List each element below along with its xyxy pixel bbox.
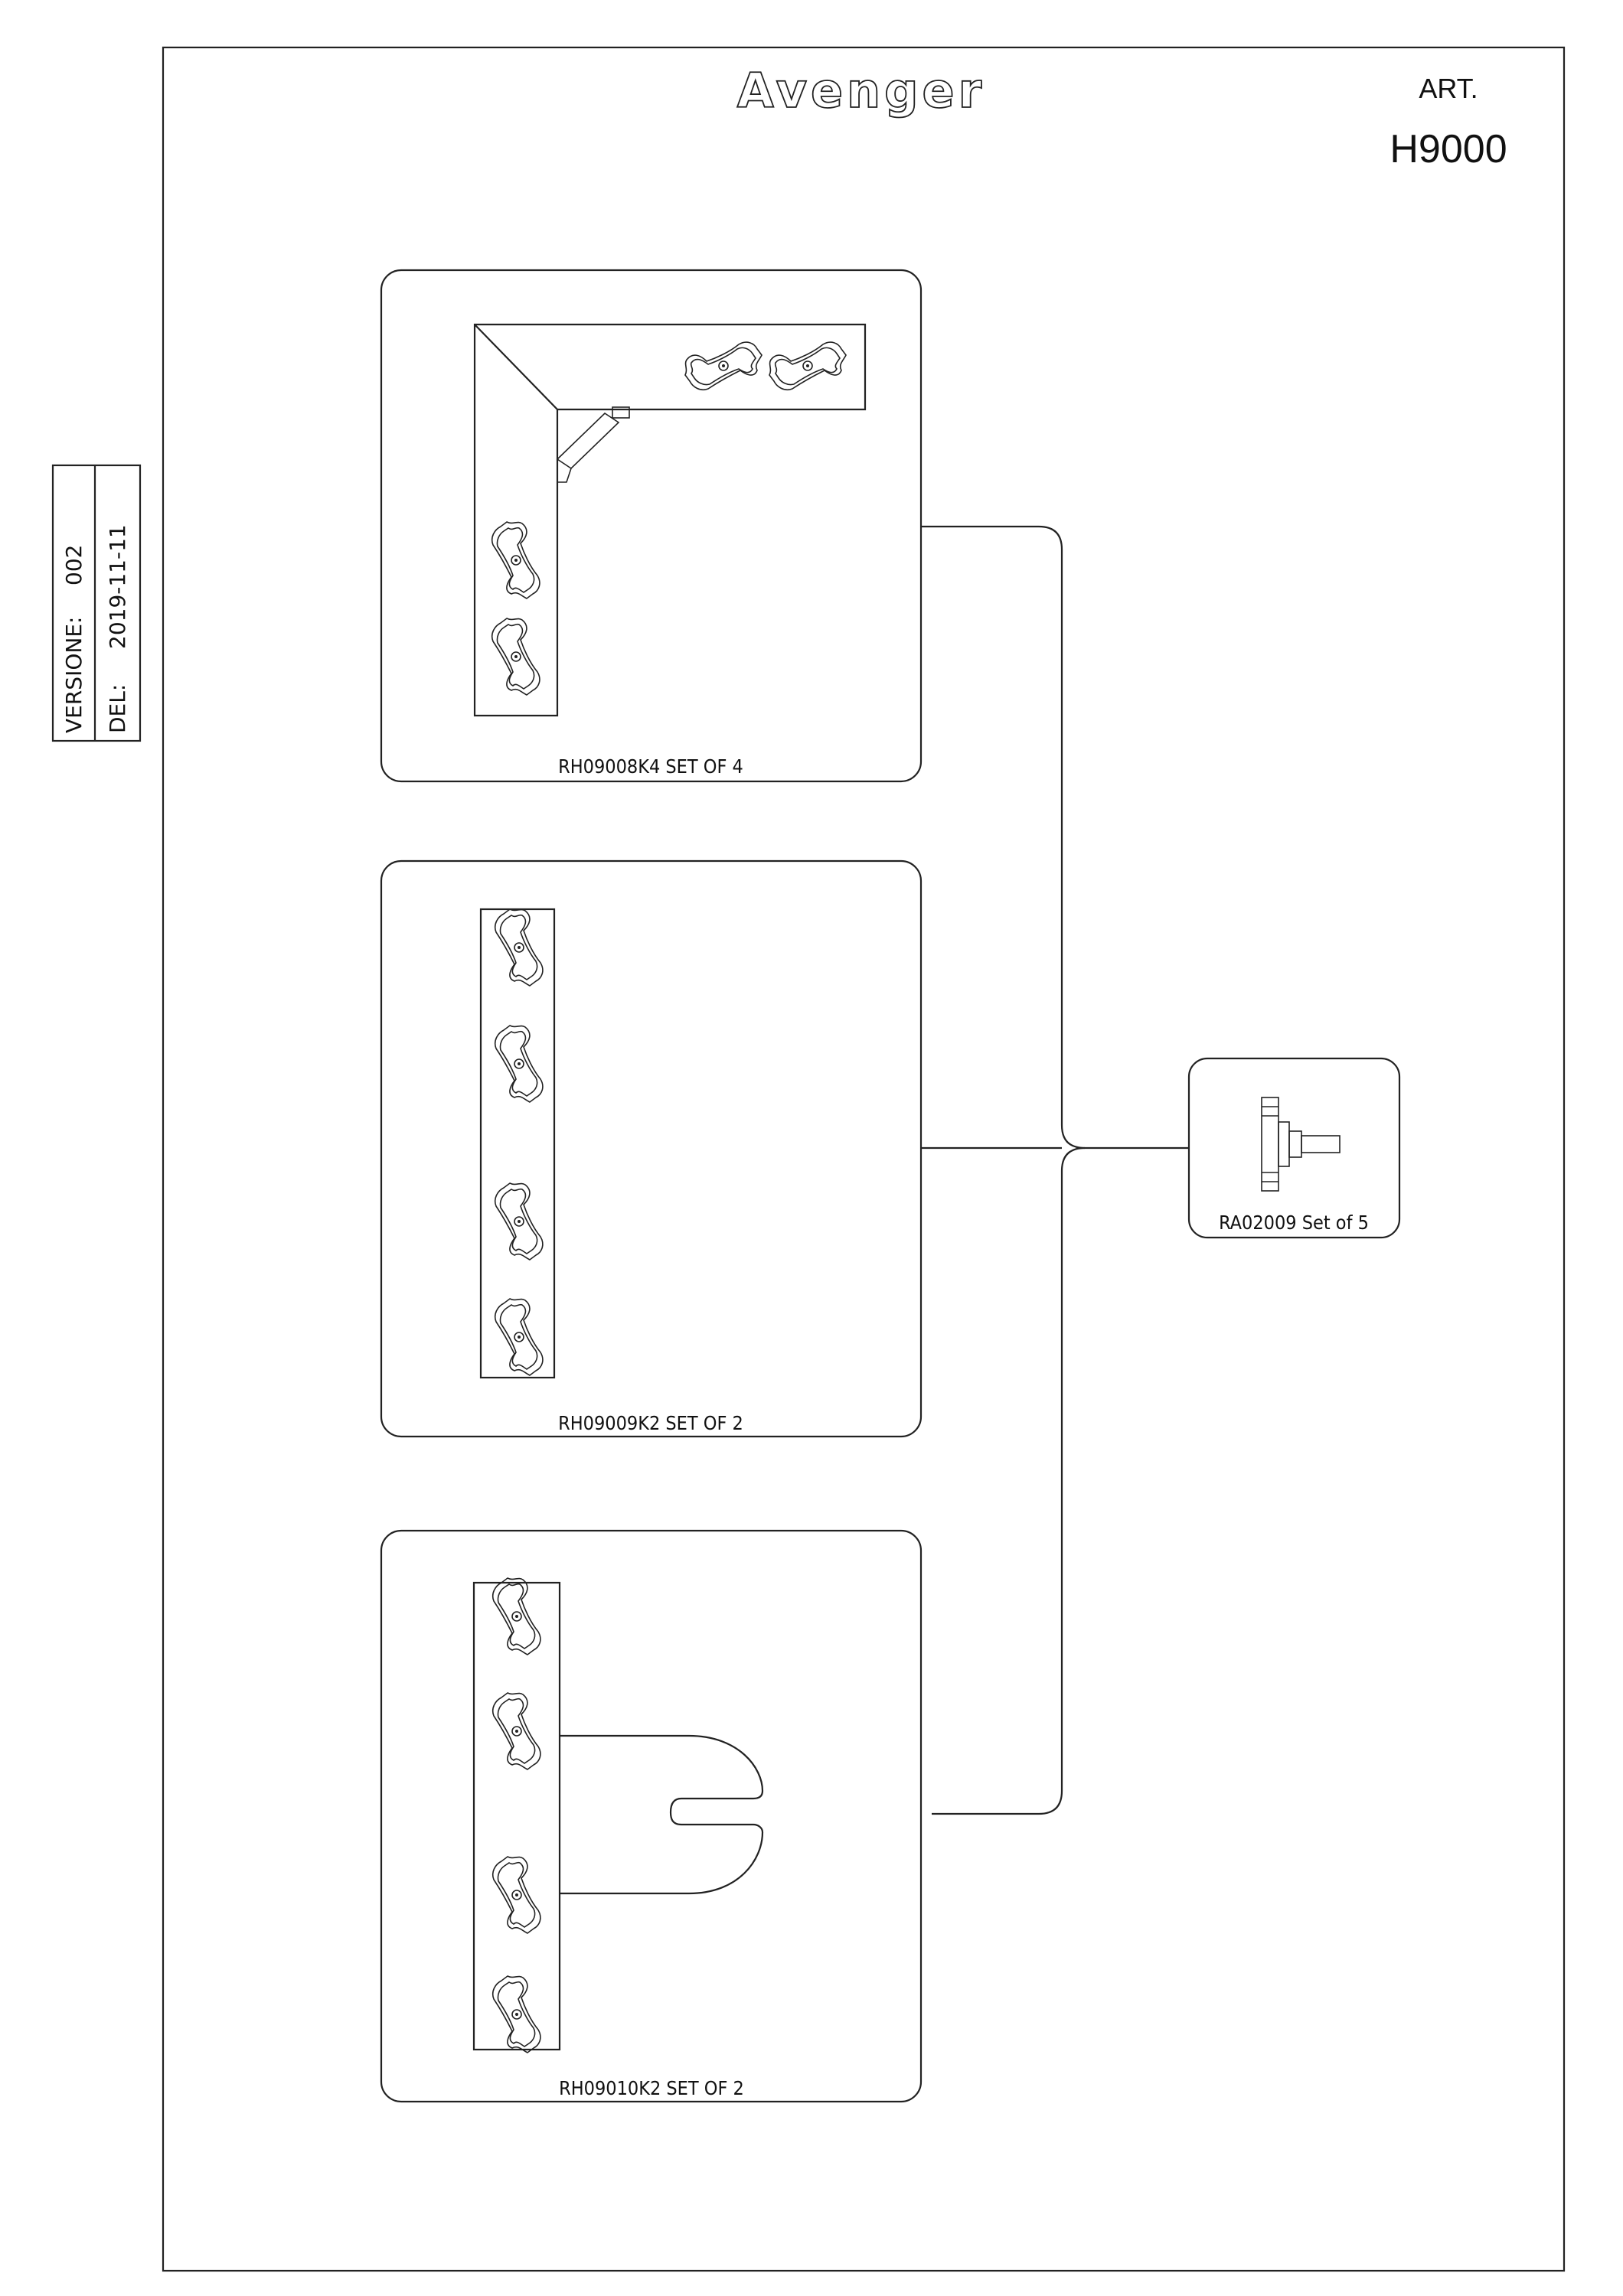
knife-insert xyxy=(769,341,847,391)
kit-label-3: RH09010K2 SET OF 2 xyxy=(559,2077,744,2099)
accessory-label: RA02009 Set of 5 xyxy=(1219,1212,1369,1234)
corner-bracket xyxy=(556,412,620,483)
knife-insert xyxy=(491,1975,541,2053)
version-box: VERSIONE: 002 DEL: 2019-11-11 xyxy=(51,464,142,742)
art-label: ART. xyxy=(1419,73,1478,104)
guide-cutter-body xyxy=(472,1581,561,2051)
connector-lines xyxy=(921,525,1189,1815)
version-label: VERSIONE: xyxy=(61,617,87,733)
date-label: DEL: xyxy=(105,684,130,733)
knife-insert xyxy=(491,618,540,696)
straight-cutter-body xyxy=(479,908,556,1379)
guide-plate xyxy=(560,1734,764,1895)
kit-label-2: RH09009K2 SET OF 2 xyxy=(558,1412,743,1434)
knife-insert xyxy=(491,1692,541,1770)
drawing-frame xyxy=(162,46,1566,2272)
screw-icon xyxy=(1261,1097,1341,1192)
version-value: 002 xyxy=(61,545,87,585)
art-code: H9000 xyxy=(1390,127,1507,171)
knife-insert xyxy=(494,1298,544,1376)
kit-card-2: RH09009K2 SET OF 2 xyxy=(380,859,923,1438)
accessory-card: RA02009 Set of 5 xyxy=(1187,1057,1401,1239)
knife-insert xyxy=(494,908,544,987)
knife-insert xyxy=(494,1182,544,1261)
knife-insert xyxy=(491,1856,541,1934)
knife-insert xyxy=(494,1025,544,1103)
knife-insert xyxy=(491,521,540,599)
knife-insert xyxy=(491,1577,541,1655)
kit-card-1: RH09008K4 SET OF 4 xyxy=(380,269,923,783)
kit-label-1: RH09008K4 SET OF 4 xyxy=(558,755,743,778)
corner-cutter-body xyxy=(473,323,867,717)
knife-insert xyxy=(684,341,763,391)
kit-card-3: RH09010K2 SET OF 2 xyxy=(380,1529,923,2103)
date-value: 2019-11-11 xyxy=(105,524,130,649)
brand-logo: Avenger xyxy=(737,63,985,119)
